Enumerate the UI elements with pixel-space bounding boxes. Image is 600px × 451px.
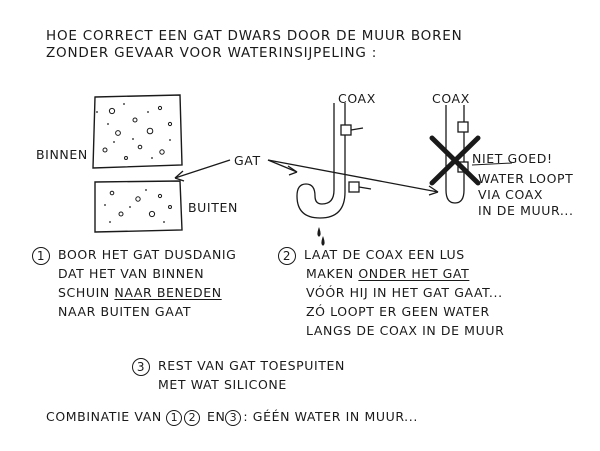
step-1: 1 BOOR HET GAT DUSDANIG (32, 246, 236, 265)
step-1-line-1: BOOR HET GAT DUSDANIG (58, 247, 237, 262)
coax-label-right: COAX (432, 91, 470, 106)
step-3-line-2: MET WAT SILICONE (158, 377, 287, 392)
step-1-line-4: NAAR BUITEN GAAT (58, 304, 192, 319)
gat-arrows (174, 159, 439, 196)
step-2: 2 LAAT DE COAX EEN LUS (278, 246, 465, 265)
wall-upper-block (92, 94, 183, 169)
outside-label: BUITEN (188, 200, 238, 215)
combination-number-3: 3 (225, 409, 242, 426)
step-1-line-3a: SCHUIN (58, 285, 115, 300)
niet-goed-underline (471, 162, 513, 166)
step-2-line-2b: ONDER HET GAT (358, 266, 470, 281)
step-2-number: 2 (278, 246, 296, 265)
hole-label: GAT (234, 153, 261, 168)
combination-prefix: COMBINATIE VAN (46, 409, 162, 424)
step-1-line-3: SCHUIN NAAR BENEDEN (58, 284, 222, 301)
step-3-number: 3 (132, 357, 150, 376)
step-2-line-4: ZÓ LOOPT ER GEEN WATER (306, 304, 490, 319)
combination-mid: EN (206, 409, 226, 424)
wrong-note-line-2: VIA COAX (478, 187, 544, 202)
step-3: 3 REST VAN GAT TOESPUITEN (132, 357, 345, 376)
step-2-line-2: MAKEN ONDER HET GAT (306, 265, 469, 282)
inside-label: BINNEN (36, 147, 88, 162)
step-2-line-2a: MAKEN (306, 266, 359, 281)
combination-number-2: 2 (184, 409, 201, 426)
wrong-note-line-3: IN DE MUUR... (478, 203, 574, 218)
coax-drip-loop (296, 103, 372, 246)
combination-suffix: : GÉÉN WATER IN MUUR... (243, 409, 418, 424)
step-2-line-1: LAAT DE COAX EEN LUS (304, 247, 465, 262)
wall-lower-block (94, 180, 183, 233)
step-1-number: 1 (32, 246, 50, 265)
wrong-cross-icon (429, 135, 481, 186)
wrong-label: NIET GOED! (472, 151, 553, 166)
wrong-note-line-1: WATER LOOPT (478, 171, 574, 186)
step-1-line-2: DAT HET VAN BINNEN (58, 266, 205, 281)
step-2-line-3: VÓÓR HIJ IN HET GAT GAAT... (306, 285, 503, 300)
diagram-title-line-2: ZONDER GEVAAR VOOR WATERINSIJPELING : (46, 45, 378, 61)
step-2-line-5: LANGS DE COAX IN DE MUUR (306, 323, 505, 338)
diagram-title-line-1: HOE CORRECT EEN GAT DWARS DOOR DE MUUR B… (46, 28, 463, 44)
step-1-line-3b: NAAR BENEDEN (114, 285, 222, 300)
combination-number-1: 1 (166, 409, 183, 426)
step-3-line-1: REST VAN GAT TOESPUITEN (158, 358, 345, 373)
coax-label-left: COAX (338, 91, 376, 106)
